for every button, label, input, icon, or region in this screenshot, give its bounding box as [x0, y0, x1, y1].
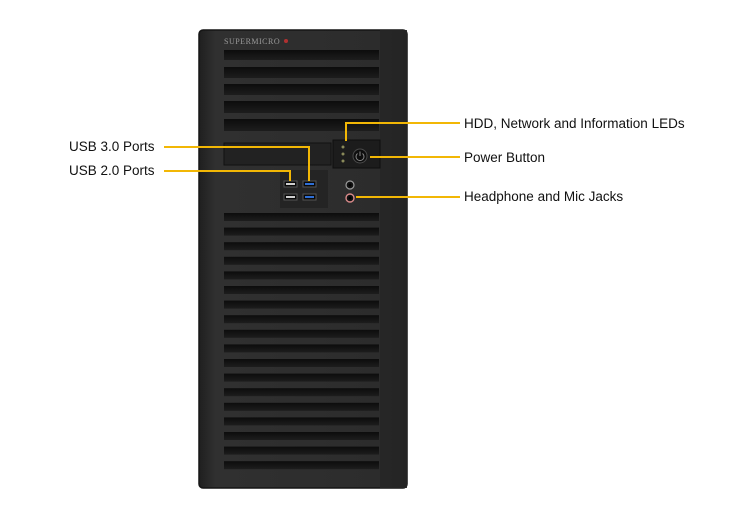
front-io-panel [280, 170, 355, 208]
label-power-button: Power Button [464, 150, 546, 165]
vent-slot [224, 402, 379, 411]
usb2-leader-line [164, 170, 291, 181]
label-audio-jacks: Headphone and Mic Jacks [464, 189, 624, 204]
upper-drive-bay-vents [224, 50, 379, 131]
vent-slot [224, 388, 379, 397]
vent-slot [224, 271, 379, 280]
slim-optical-bay [223, 142, 332, 166]
usb3-port-bottom[interactable] [302, 193, 317, 201]
label-usb2-ports: USB 2.0 Ports [69, 163, 155, 178]
usb2-port-top[interactable] [283, 180, 298, 188]
vent-slot [224, 256, 379, 265]
vent-slot [224, 432, 379, 440]
usb3-port-top[interactable] [302, 180, 317, 188]
led-network [341, 152, 345, 156]
lower-vent-grille [224, 213, 379, 470]
vent-slot [224, 213, 379, 221]
vent-slot [224, 344, 379, 353]
usb2-port-bottom[interactable] [283, 193, 298, 201]
leds-leader-line [345, 122, 460, 141]
power-button-icon[interactable] [352, 148, 368, 164]
vent-slot [224, 329, 379, 338]
vent-slot [224, 300, 379, 309]
vent-slot [224, 315, 379, 324]
headphone-jack-icon[interactable] [345, 180, 355, 190]
brand-logo-text: SUPERMICRO [224, 37, 280, 46]
vent-slot [224, 359, 379, 367]
label-usb3-ports: USB 3.0 Ports [69, 139, 155, 154]
control-panel [332, 139, 381, 169]
led-info [341, 159, 345, 163]
vent-slot [224, 373, 379, 382]
usb3-leader-line [164, 146, 310, 181]
callout-lines [164, 122, 460, 198]
vent-slot [224, 227, 379, 236]
vent-slot [224, 286, 379, 294]
vent-slot [224, 446, 379, 455]
mic-jack-icon[interactable] [345, 193, 355, 203]
brand-logo: SUPERMICRO [224, 37, 288, 46]
vent-slot [224, 461, 379, 470]
vent-slot [224, 242, 379, 251]
vent-slot [224, 417, 379, 426]
led-hdd [341, 145, 345, 149]
label-status-leds: HDD, Network and Information LEDs [464, 116, 685, 131]
